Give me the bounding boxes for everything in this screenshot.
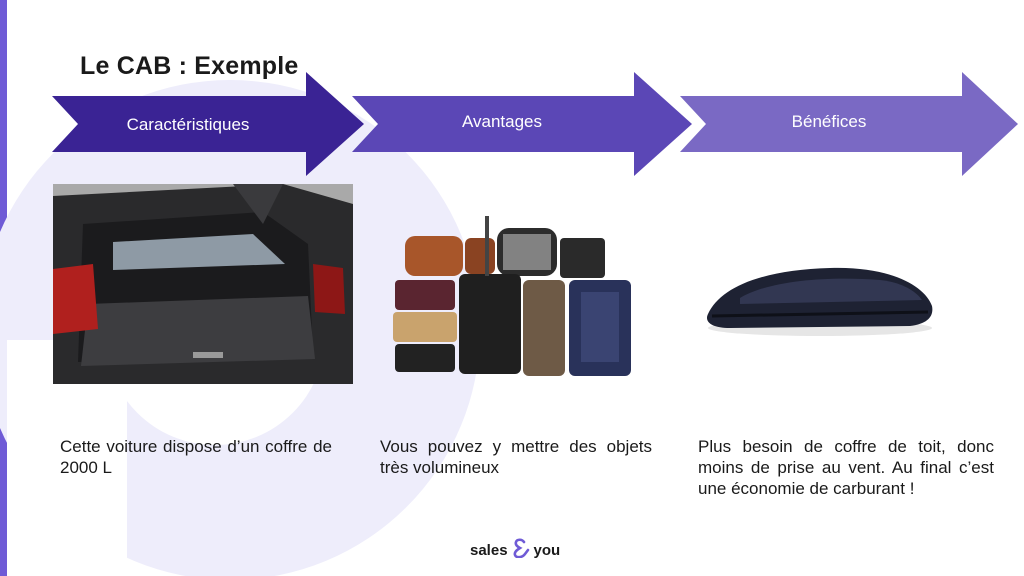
- description-benefices: Plus besoin de coffre de toit, donc moin…: [698, 436, 994, 499]
- step-arrow-benefices: Bénéfices: [680, 72, 1018, 176]
- logo-text-left: sales: [470, 542, 508, 559]
- luggage-image: [385, 208, 650, 380]
- description-avantages: Vous pouvez y mettre des objets très vol…: [380, 436, 652, 478]
- logo-text-right: you: [534, 542, 561, 559]
- description-caracteristiques: Cette voiture dispose d’un coffre de 200…: [60, 436, 332, 478]
- step-arrow-caracteristiques: Caractéristiques: [52, 72, 364, 176]
- car-trunk-image: [53, 184, 353, 384]
- roof-box-image: [700, 258, 940, 344]
- step-arrow-avantages: Avantages: [352, 72, 692, 176]
- step-label: Caractéristiques: [52, 115, 364, 135]
- step-label: Avantages: [352, 112, 692, 132]
- accent-side-bar: [0, 0, 7, 576]
- step-label: Bénéfices: [680, 112, 1018, 132]
- ampersand-icon: [512, 538, 530, 562]
- sales-and-you-logo: sales you: [470, 538, 560, 562]
